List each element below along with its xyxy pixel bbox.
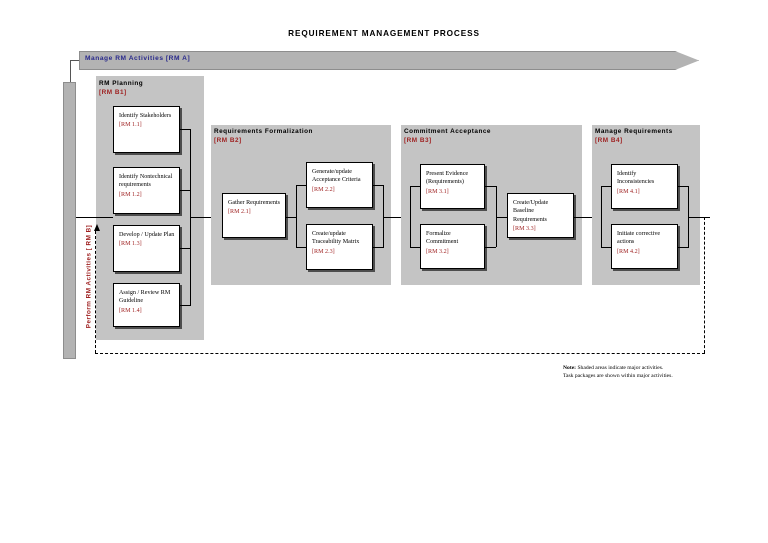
task-box[interactable]: Gather Requirements [RM 2.1]: [222, 193, 286, 238]
connector: [180, 129, 191, 130]
region-commitment-acceptance-code: [RM B3]: [404, 137, 432, 144]
connector: [485, 186, 496, 187]
feedback-arrow-icon: [94, 224, 100, 231]
region-rm-planning-title: RM Planning: [99, 80, 144, 87]
task-box[interactable]: Identify Inconsistencies [RM 4.1]: [611, 164, 678, 209]
perform-rm-activities-bar: Perform RM Activities [ RM B]: [63, 82, 93, 359]
task-code: [RM 3.1]: [426, 188, 449, 195]
task-box[interactable]: Present Evidence (Requirements) [RM 3.1]: [420, 164, 485, 209]
connector: [601, 186, 602, 247]
task-code: [RM 1.1]: [119, 122, 142, 129]
task-label: Formalize Commitment: [426, 231, 459, 246]
region-rm-planning-code: [RM B1]: [99, 89, 127, 96]
connector: [180, 248, 191, 249]
task-label: Identify Stakeholders: [119, 113, 172, 119]
task-label: Develop / Update Plan: [119, 232, 175, 238]
main-flow-line: [688, 217, 710, 218]
connector: [286, 217, 297, 218]
task-box[interactable]: Create/Update Baseline Requirements [RM …: [507, 193, 574, 238]
note-lead: Note:: [563, 365, 577, 371]
perform-rm-activities-label: Perform RM Activities [ RM B]: [85, 224, 93, 329]
connector: [678, 247, 689, 248]
banner-connector-horizontal: [70, 60, 80, 61]
page-title: REQUIREMENT MANAGEMENT PROCESS: [288, 29, 480, 38]
feedback-loop-right: [704, 217, 705, 353]
region-commitment-acceptance-title: Commitment Acceptance: [404, 128, 491, 135]
connector: [296, 185, 307, 186]
task-label: Gather Requirements: [228, 200, 280, 206]
connector: [601, 247, 612, 248]
connector: [496, 186, 497, 247]
task-box[interactable]: Develop / Update Plan [RM 1.3]: [113, 225, 180, 272]
feedback-loop-bottom: [95, 353, 705, 354]
connector: [688, 186, 689, 247]
main-flow-line: [383, 217, 416, 218]
connector: [180, 305, 191, 306]
connector: [373, 185, 384, 186]
task-code: [RM 3.2]: [426, 248, 449, 255]
task-label: Assign / Review RM Guideline: [119, 290, 171, 305]
connector: [383, 185, 384, 247]
connector: [496, 217, 507, 218]
task-box[interactable]: Generate/update Acceptance Criteria [RM …: [306, 162, 373, 208]
main-flow-line: [76, 217, 113, 218]
connector: [296, 185, 297, 247]
main-flow-line: [574, 217, 607, 218]
main-flow-line: [190, 217, 223, 218]
task-code: [RM 4.2]: [617, 248, 640, 255]
task-box[interactable]: Assign / Review RM Guideline [RM 1.4]: [113, 283, 180, 327]
connector: [485, 247, 496, 248]
region-manage-requirements-title: Manage Requirements: [595, 128, 673, 135]
task-code: [RM 4.1]: [617, 188, 640, 195]
task-code: [RM 2.1]: [228, 209, 251, 216]
task-code: [RM 1.2]: [119, 191, 142, 198]
note-line-2: Task packages are shown within major act…: [563, 372, 673, 379]
note-block: Note: Shaded areas indicate major activi…: [563, 365, 763, 380]
banner-connector-vertical: [70, 60, 71, 82]
task-box[interactable]: Identify Stakeholders [RM 1.1]: [113, 106, 180, 153]
region-manage-requirements-code: [RM B4]: [595, 137, 623, 144]
connector: [410, 247, 421, 248]
task-box[interactable]: Formalize Commitment [RM 3.2]: [420, 224, 485, 269]
connector: [296, 247, 307, 248]
task-code: [RM 1.4]: [119, 307, 142, 314]
manage-rm-activities-label: Manage RM Activities [RM A]: [85, 55, 191, 62]
task-box[interactable]: Initiate corrective actions [RM 4.2]: [611, 224, 678, 269]
task-label: Identify Nontechnical requirements: [119, 174, 173, 189]
connector: [601, 186, 612, 187]
task-code: [RM 2.2]: [312, 186, 335, 193]
task-code: [RM 3.3]: [513, 226, 536, 233]
connector: [410, 186, 421, 187]
connector: [373, 247, 384, 248]
region-requirements-formalization-title: Requirements Formalization: [214, 128, 313, 135]
connector: [180, 190, 191, 191]
connector: [678, 186, 689, 187]
task-label: Initiate corrective actions: [617, 231, 661, 246]
manage-rm-activities-banner: [79, 51, 699, 70]
task-code: [RM 2.3]: [312, 248, 335, 255]
task-box[interactable]: Identify Nontechnical requirements [RM 1…: [113, 167, 180, 214]
connector: [410, 186, 411, 247]
region-requirements-formalization-code: [RM B2]: [214, 137, 242, 144]
task-label: Present Evidence (Requirements): [426, 171, 469, 186]
task-label: Identify Inconsistencies: [617, 171, 655, 186]
task-label: Create/update Traceability Matrix: [312, 231, 360, 246]
task-code: [RM 1.3]: [119, 241, 142, 248]
note-line-1: Note: Shaded areas indicate major activi…: [563, 365, 763, 373]
task-label: Generate/update Acceptance Criteria: [312, 169, 361, 184]
task-label: Create/Update Baseline Requirements: [513, 200, 549, 223]
feedback-loop-left: [95, 231, 96, 353]
task-box[interactable]: Create/update Traceability Matrix [RM 2.…: [306, 224, 373, 270]
note-text-1: Shaded areas indicate major activities.: [576, 365, 664, 371]
